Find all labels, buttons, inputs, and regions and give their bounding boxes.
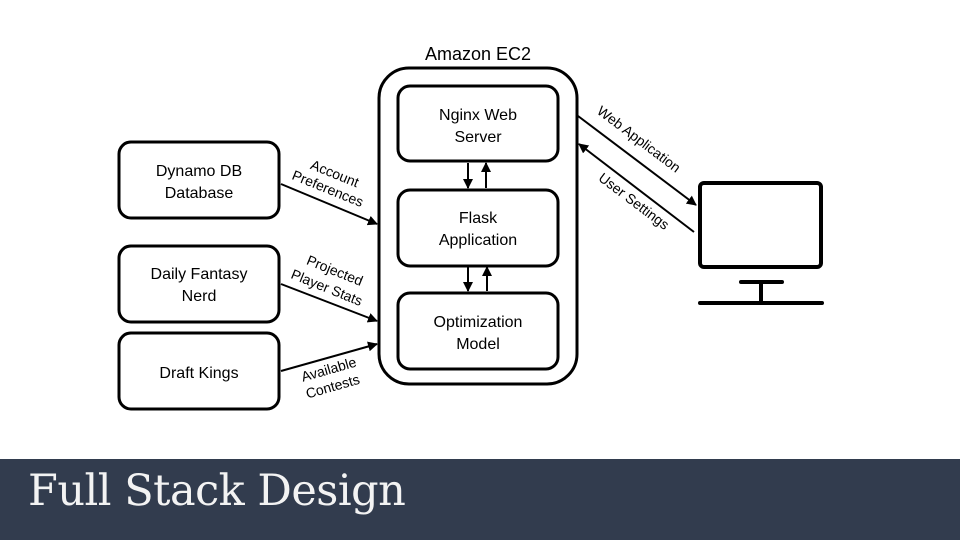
service-optimization: Optimization Model <box>396 291 560 371</box>
container-label: Amazon EC2 <box>425 44 531 64</box>
source-dfn-line2: Nerd <box>182 288 217 305</box>
arrow-ec2-to-client <box>577 115 697 206</box>
source-dfn-line1: Daily Fantasy <box>151 266 248 283</box>
ec2-container <box>377 66 579 386</box>
service-nginx: Nginx Web Server <box>396 84 560 163</box>
service-flask: Flask Application <box>396 188 560 268</box>
service-flask-line2: Application <box>439 232 517 249</box>
arrow-dynamo-to-ec2 <box>280 183 378 226</box>
title-bar <box>0 459 960 540</box>
source-dynamo-db: Dynamo DB Database <box>117 140 281 220</box>
source-daily-fantasy-nerd: Daily Fantasy Nerd <box>117 244 281 324</box>
source-draft-kings: Draft Kings <box>117 331 281 411</box>
service-nginx-line1: Nginx Web <box>439 107 517 124</box>
source-dk-line1: Draft Kings <box>159 365 238 382</box>
arrow-client-to-ec2 <box>578 143 695 233</box>
service-opt-line1: Optimization <box>434 314 523 331</box>
arrow-dfn-to-ec2 <box>280 283 378 323</box>
architecture-diagram: Amazon EC2 Nginx Web Server Flask Applic… <box>117 44 824 411</box>
slide-title: Full Stack Design <box>28 466 406 516</box>
source-dynamo-line1: Dynamo DB <box>156 163 242 180</box>
monitor-icon <box>698 181 824 305</box>
service-flask-line1: Flask <box>459 210 498 227</box>
service-nginx-line2: Server <box>454 129 502 146</box>
source-dynamo-line2: Database <box>165 185 234 202</box>
service-opt-line2: Model <box>456 336 500 353</box>
arrow-dk-to-ec2 <box>280 341 378 372</box>
